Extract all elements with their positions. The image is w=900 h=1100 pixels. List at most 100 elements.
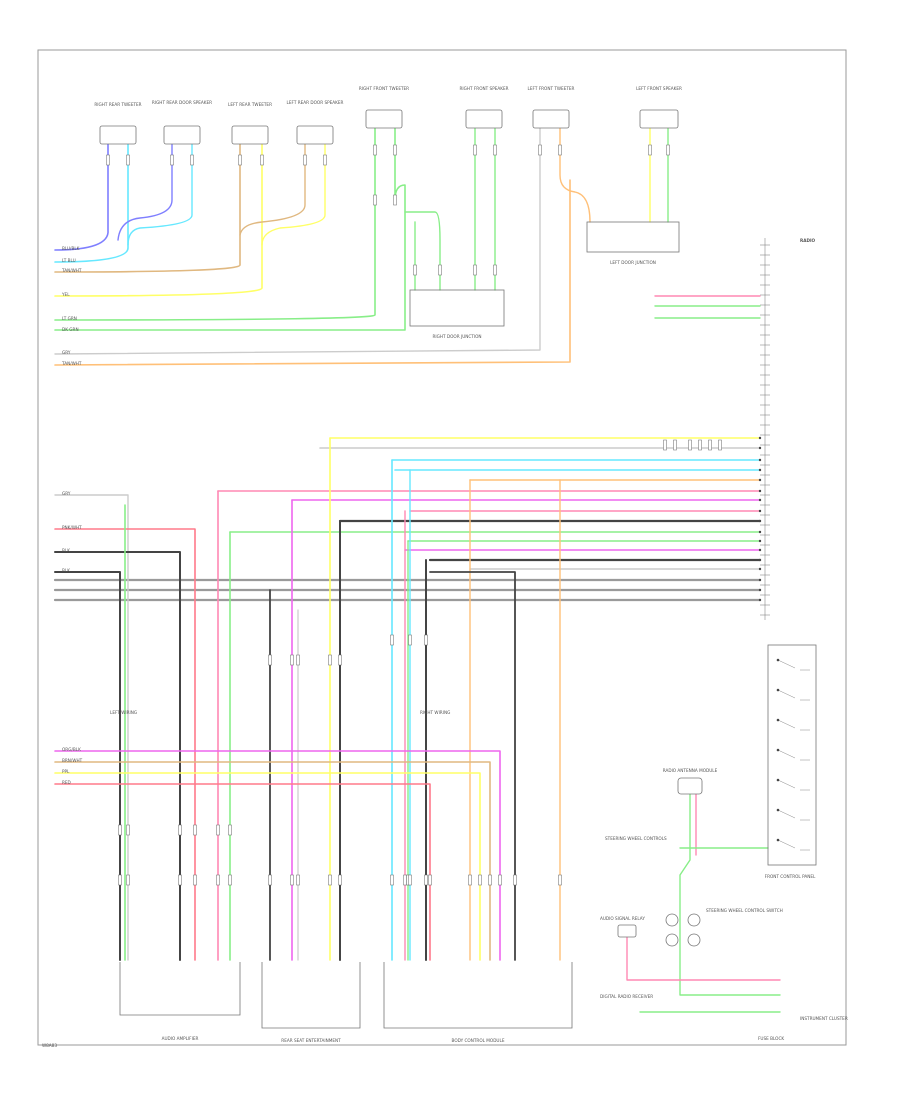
radio-run-junction-16	[758, 588, 762, 592]
wire-connector-mark-rse-b-2	[290, 874, 294, 886]
svg-text:RIGHT DOOR JUNCTION: RIGHT DOOR JUNCTION	[432, 334, 481, 339]
wire-connector-mark-bcm-10	[498, 874, 502, 886]
fcp-switch-contact-7	[776, 838, 780, 842]
wire-connector-mark-top-7	[303, 154, 307, 166]
wire-lr-door-2	[261, 143, 326, 246]
svg-text:STEERING WHEEL CONTROLS: STEERING WHEEL CONTROLS	[605, 836, 667, 841]
figure-code: W8A83	[42, 1043, 57, 1048]
wire-connector-mark-top-15	[648, 144, 652, 156]
wire-connector-mark-rse-b-4	[328, 874, 332, 886]
svg-text:BLK: BLK	[62, 568, 70, 573]
wire-lr-door-1	[239, 143, 306, 236]
wire-connector-mark-amp-b-5	[216, 874, 220, 886]
wire-connector-mark-amp-a-2	[126, 824, 130, 836]
svg-text:ORG/BLK: ORG/BLK	[62, 747, 81, 752]
fcp-switch-4	[777, 749, 810, 761]
wire-connector-mark-amp-a-3	[178, 824, 182, 836]
left-door-junction: LEFT DOOR JUNCTION	[586, 221, 680, 265]
fcp-switch-1	[777, 659, 810, 671]
radio-run-junction-9	[758, 519, 762, 523]
wire-connector-mark-amp-b-1	[118, 874, 122, 886]
fcp-switch-contact-3	[776, 718, 780, 722]
wire-connector-mark-rse-a-4	[328, 654, 332, 666]
wire-connector-mark-top-17	[373, 194, 377, 206]
wire-lr-grn	[679, 793, 781, 996]
fcp-switch-7	[777, 839, 810, 851]
wire-connector-mark-amp-a-6	[228, 824, 232, 836]
svg-text:DIGITAL RADIO RECEIVER: DIGITAL RADIO RECEIVER	[600, 994, 653, 999]
wire-connector-mark-rse-b-1	[268, 874, 272, 886]
wire-connector-mark-amp-b-2	[126, 874, 130, 886]
wire-connector-mark-bcm-1	[390, 874, 394, 886]
wire-connector-mark-top-5	[238, 154, 242, 166]
right-rear-door-speaker: RIGHT REAR DOOR SPEAKER	[152, 100, 212, 145]
svg-text:GRY: GRY	[62, 350, 71, 355]
digital-radio-receiver: DIGITAL RADIO RECEIVER	[600, 994, 653, 999]
wire-rr-tweeter-1	[54, 143, 109, 251]
wire-connector-mark-top-19	[413, 264, 417, 276]
wire-connector-mark-bcm-9	[488, 874, 492, 886]
svg-text:LEFT REAR TWEETER: LEFT REAR TWEETER	[228, 102, 272, 107]
wire-connector-mark-rse-a-5	[338, 654, 342, 666]
svg-text:RIGHT FRONT TWEETER: RIGHT FRONT TWEETER	[359, 86, 409, 91]
wire-connector-mark-top-8	[323, 154, 327, 166]
wire-connector-mark-top-2	[126, 154, 130, 166]
wire-connector-mark-radio-3	[688, 439, 692, 451]
svg-text:RED: RED	[62, 780, 71, 785]
wire-connector-mark-top-16	[666, 144, 670, 156]
fuse-block: FUSE BLOCK	[758, 1036, 784, 1041]
svg-text:DK GRN: DK GRN	[62, 327, 79, 332]
wire-pnk-left	[54, 528, 196, 961]
svg-text:AUDIO AMPLIFIER: AUDIO AMPLIFIER	[162, 1036, 199, 1041]
wire-connector-mark-top-14	[558, 144, 562, 156]
wire-connector-mark-rse-a-3	[296, 654, 300, 666]
svg-text:REAR SEAT ENTERTAINMENT: REAR SEAT ENTERTAINMENT	[281, 1038, 341, 1043]
fcp-switch-contact-6	[776, 808, 780, 812]
wire-connector-mark-top-6	[260, 154, 264, 166]
svg-text:STEERING WHEEL CONTROL SWITCH: STEERING WHEEL CONTROL SWITCH	[706, 908, 783, 913]
radio-run-junction-5	[758, 478, 762, 482]
wire-connector-mark-amp-a-1	[118, 824, 122, 836]
wire-gry-left	[54, 494, 129, 961]
wire-connector-mark-top-10	[393, 144, 397, 156]
fcp-switch-3	[777, 719, 810, 731]
radio-run-junction-6	[758, 489, 762, 493]
wire-rf-branch	[404, 211, 441, 291]
svg-text:TAN/WHT: TAN/WHT	[61, 361, 82, 366]
svg-text:LEFT DOOR JUNCTION: LEFT DOOR JUNCTION	[610, 260, 656, 265]
front-control-panel: FRONT CONTROL PANEL	[765, 644, 817, 879]
wire-connector-mark-top-18	[393, 194, 397, 206]
svg-text:BRN/WHT: BRN/WHT	[62, 758, 83, 763]
svg-text:RIGHT REAR TWEETER: RIGHT REAR TWEETER	[94, 102, 141, 107]
rear-seat-entertainment: REAR SEAT ENTERTAINMENT	[261, 962, 361, 1043]
svg-text:YEL: YEL	[61, 292, 70, 297]
diagram-frame	[37, 49, 847, 1046]
svg-text:PPL: PPL	[62, 769, 70, 774]
wire-connector-mark-radio-5	[708, 439, 712, 451]
wire-lf-tweeter-1	[54, 127, 541, 355]
radio-run-junction-4	[758, 468, 762, 472]
fcp-switch-contact-1	[776, 658, 780, 662]
wire-layer	[53, 127, 781, 1013]
wire-connector-mark-bcm-upper-1	[390, 634, 394, 646]
left-rear-door-speaker: LEFT REAR DOOR SPEAKER	[287, 100, 344, 145]
svg-text:LT BLU: LT BLU	[62, 258, 76, 263]
wire-connector-mark-bcm-6	[428, 874, 432, 886]
wire-connector-mark-bcm-12	[558, 874, 562, 886]
wire-connector-mark-bcm-7	[468, 874, 472, 886]
wire-connector-mark-top-4	[190, 154, 194, 166]
wire-connector-mark-top-1	[106, 154, 110, 166]
audio-amplifier: AUDIO AMPLIFIER	[119, 962, 241, 1041]
svg-text:FUSE BLOCK: FUSE BLOCK	[758, 1036, 784, 1041]
radio-run-junction-1	[758, 436, 762, 440]
wire-blk-2	[54, 571, 121, 961]
radio-run-junction-8	[758, 509, 762, 513]
svg-text:LEFT REAR DOOR SPEAKER: LEFT REAR DOOR SPEAKER	[287, 100, 344, 105]
wire-connector-mark-amp-a-4	[193, 824, 197, 836]
svg-text:FRONT CONTROL PANEL: FRONT CONTROL PANEL	[765, 874, 816, 879]
radio-run-junction-13	[758, 558, 762, 562]
left-labels: BLU/BLK LT BLU TAN/WHT YEL LT GRN DK GRN…	[61, 246, 83, 785]
wire-lr-tweeter-2	[54, 143, 263, 297]
svg-text:PNK/WHT: PNK/WHT	[62, 525, 82, 530]
